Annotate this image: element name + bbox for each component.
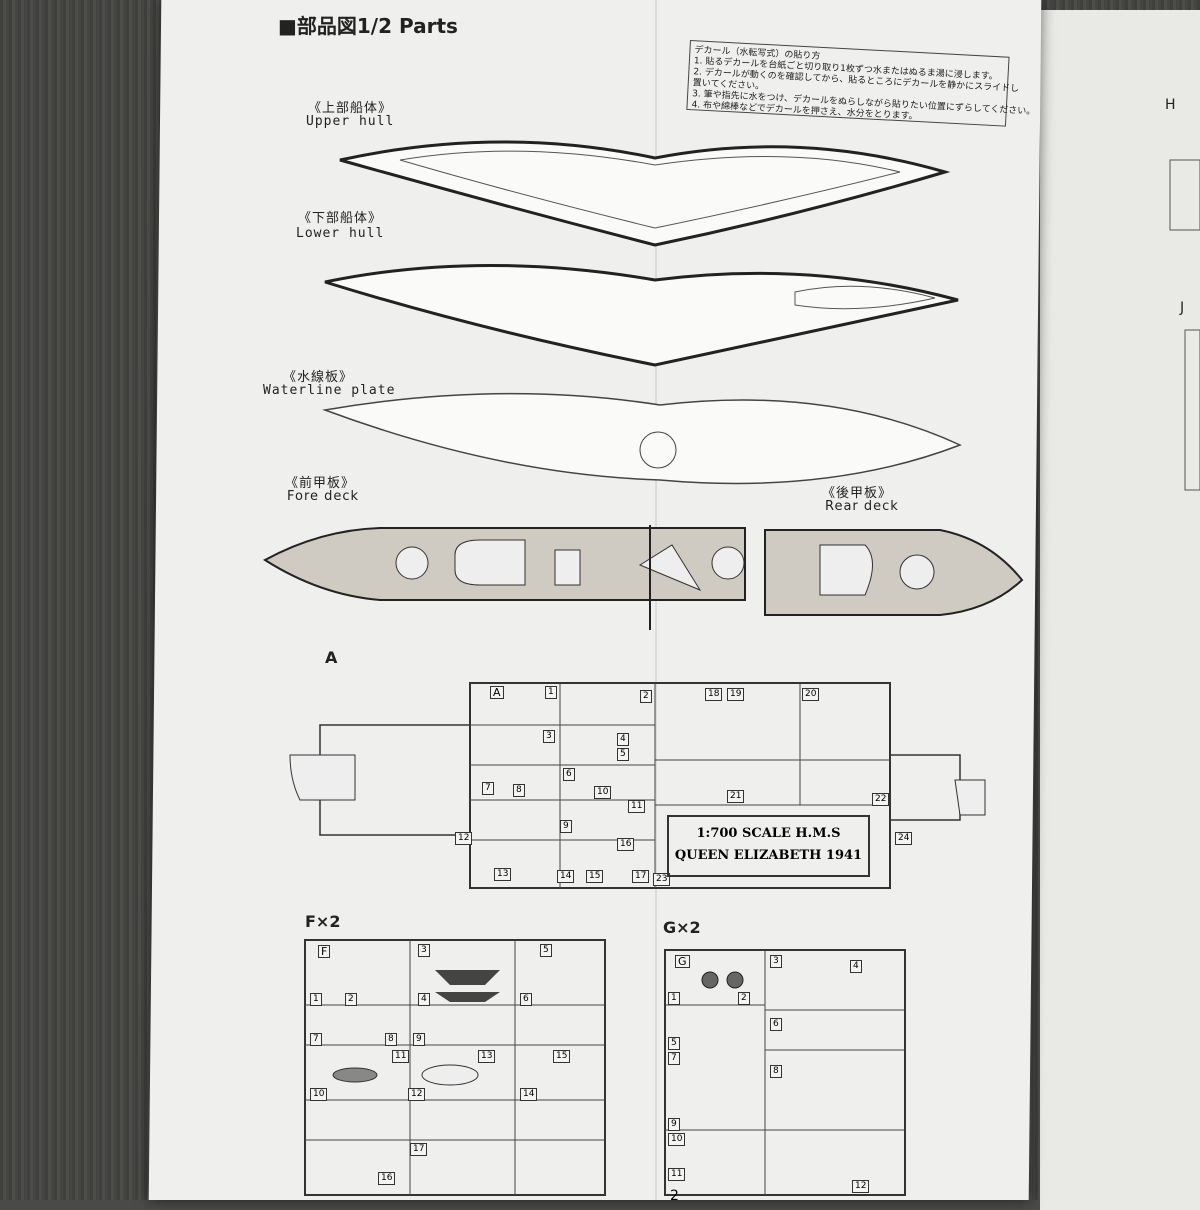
part-number: 15 bbox=[586, 870, 604, 883]
part-number: 5 bbox=[540, 944, 552, 957]
rear-deck-label-jp: 《後甲板》 bbox=[822, 486, 893, 501]
part-number: 20 bbox=[802, 688, 820, 701]
lower-hull-label-jp: 《下部船体》 bbox=[298, 211, 383, 226]
part-number: 4 bbox=[418, 993, 430, 1006]
rear-deck-outline bbox=[764, 529, 1024, 616]
scale-line-1: 1:700 SCALE H.M.S bbox=[696, 826, 841, 841]
part-number: 9 bbox=[413, 1033, 425, 1046]
upper-hull-label-en: Upper hull bbox=[306, 114, 395, 129]
part-number: 12 bbox=[408, 1088, 426, 1101]
sprue-g-frame bbox=[664, 949, 906, 1196]
part-number: 11 bbox=[392, 1050, 410, 1063]
fore-deck-label-jp: 《前甲板》 bbox=[285, 476, 356, 491]
scale-line-2: QUEEN ELIZABETH 1941 bbox=[674, 848, 863, 863]
part-number: 7 bbox=[668, 1052, 680, 1065]
part-number: 21 bbox=[727, 790, 745, 803]
part-number: 6 bbox=[563, 768, 575, 781]
part-number: 9 bbox=[560, 820, 572, 833]
part-number: 8 bbox=[513, 784, 525, 797]
side-sheet-j: J bbox=[1180, 300, 1185, 316]
sprue-g-label: G×2 bbox=[663, 918, 701, 937]
fore-deck-label-en: Fore deck bbox=[287, 489, 360, 504]
page-title: ■部品図1/2 Parts bbox=[278, 14, 458, 38]
part-number: 5 bbox=[617, 748, 629, 761]
part-number: 6 bbox=[520, 993, 532, 1006]
part-number: 3 bbox=[770, 955, 782, 968]
part-number: 17 bbox=[632, 870, 650, 883]
part-number: 4 bbox=[617, 733, 629, 746]
part-number: 12 bbox=[852, 1180, 870, 1193]
sprue-f-label: F×2 bbox=[305, 912, 341, 931]
sprue-a-frame bbox=[469, 682, 891, 889]
waterline-label-jp: 《水線板》 bbox=[283, 370, 354, 385]
adjacent-sheet bbox=[1040, 10, 1200, 1210]
scale-nameplate: 1:700 SCALE H.M.S QUEEN ELIZABETH 1941 bbox=[667, 815, 870, 877]
part-number: 10 bbox=[594, 786, 612, 799]
lower-hull-outline bbox=[324, 263, 959, 367]
part-number: 5 bbox=[668, 1037, 680, 1050]
part-number: 8 bbox=[770, 1065, 782, 1078]
part-number: 6 bbox=[770, 1018, 782, 1031]
rear-deck-label-en: Rear deck bbox=[825, 499, 899, 514]
part-number: 9 bbox=[668, 1118, 680, 1131]
part-number: 10 bbox=[310, 1088, 328, 1101]
part-number: 15 bbox=[553, 1050, 571, 1063]
part-number: 22 bbox=[872, 793, 890, 806]
part-number: 24 bbox=[895, 832, 913, 845]
upper-hull-label-jp: 《上部船体》 bbox=[308, 101, 393, 116]
part-number: 11 bbox=[628, 800, 646, 813]
part-number: 7 bbox=[482, 782, 494, 795]
part-number: 16 bbox=[378, 1172, 396, 1185]
side-sheet-h: H bbox=[1165, 97, 1176, 113]
part-number: 1 bbox=[668, 992, 680, 1005]
sprue-g-tag: G bbox=[675, 955, 690, 968]
part-number: 18 bbox=[705, 688, 723, 701]
waterline-plate-outline bbox=[322, 392, 962, 485]
sprue-a-tag: A bbox=[490, 686, 504, 699]
part-number: 12 bbox=[455, 832, 473, 845]
part-number: 11 bbox=[668, 1168, 686, 1181]
part-number: 13 bbox=[478, 1050, 496, 1063]
part-number: 7 bbox=[310, 1033, 322, 1046]
part-number: 10 bbox=[668, 1133, 686, 1146]
part-number: 19 bbox=[727, 688, 745, 701]
part-number: 16 bbox=[617, 838, 635, 851]
part-number: 1 bbox=[545, 686, 557, 699]
part-number: 13 bbox=[494, 868, 512, 881]
part-number: 4 bbox=[850, 960, 862, 973]
sprue-f-frame bbox=[304, 939, 606, 1196]
lower-hull-label-en: Lower hull bbox=[296, 226, 385, 241]
part-number: 1 bbox=[310, 993, 322, 1006]
part-number: 2 bbox=[640, 690, 652, 703]
part-number: 14 bbox=[520, 1088, 538, 1101]
sprue-a-part bbox=[954, 779, 986, 816]
part-number: 8 bbox=[385, 1033, 397, 1046]
part-number: 2 bbox=[345, 993, 357, 1006]
part-number: 17 bbox=[410, 1143, 428, 1156]
waterline-label-en: Waterline plate bbox=[263, 383, 396, 398]
part-number: 3 bbox=[418, 944, 430, 957]
part-number: 3 bbox=[543, 730, 555, 743]
part-number: 23 bbox=[653, 873, 671, 886]
page-number: 2 bbox=[670, 1188, 679, 1204]
upper-hull-outline bbox=[339, 140, 951, 247]
sprue-a-label: A bbox=[325, 648, 338, 667]
part-number: 2 bbox=[738, 992, 750, 1005]
sprue-a-part bbox=[289, 754, 356, 801]
sprue-f-tag: F bbox=[318, 945, 331, 958]
part-number: 14 bbox=[557, 870, 575, 883]
